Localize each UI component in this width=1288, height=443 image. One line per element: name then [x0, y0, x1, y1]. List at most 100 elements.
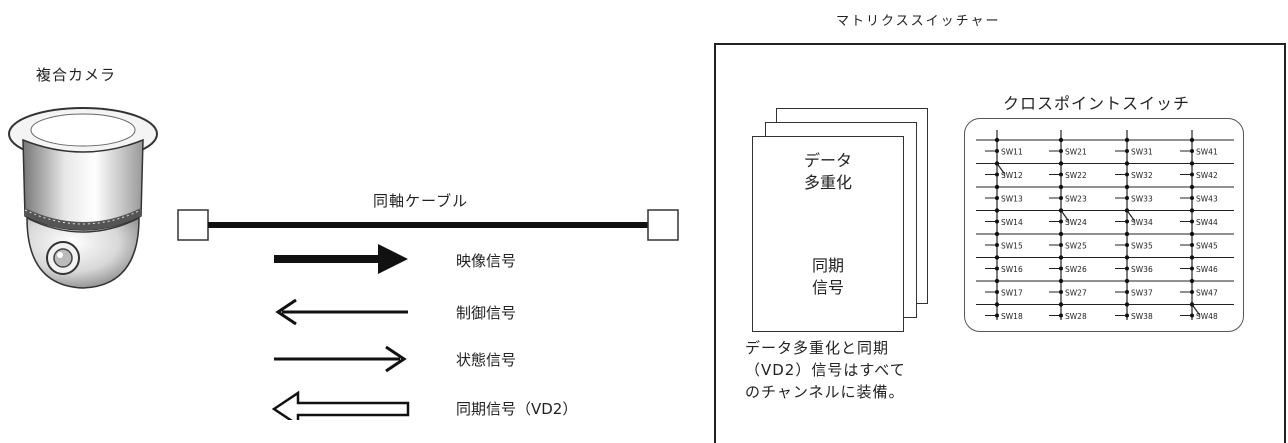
switch-contact: [995, 290, 999, 294]
switch-contact: [1125, 243, 1129, 247]
switch-label: SW17: [1001, 289, 1023, 298]
matrix-switcher-box: [714, 43, 1286, 443]
switch-contact: [1125, 290, 1129, 294]
switch-contact: [1125, 196, 1129, 200]
switch-contact: [995, 313, 999, 318]
switch-contact: [1190, 266, 1194, 271]
note-line-1: データ多重化と同期: [745, 339, 890, 357]
switch-contact: [995, 149, 999, 153]
switch-contact: [1190, 219, 1194, 224]
switch-label: SW22: [1065, 171, 1087, 180]
crosspoint-panel: [964, 118, 1244, 332]
switch-contact: [1190, 313, 1194, 318]
signal-arrows: [271, 244, 410, 420]
junction-dot: [1124, 184, 1130, 190]
switch-label: SW27: [1065, 289, 1087, 298]
switch-lever-closed: [1060, 210, 1070, 222]
switch-label: SW23: [1065, 195, 1087, 204]
junction-dot: [1124, 137, 1130, 143]
switch-contact: [1190, 196, 1194, 200]
junction-dot: [994, 208, 1000, 213]
sync-signal-arrow: [271, 390, 410, 420]
junction-dot: [1058, 302, 1064, 307]
junction-dot: [994, 255, 1000, 260]
sheet-front: データ 多重化 同期 信号: [752, 136, 904, 332]
junction-dot: [1189, 255, 1195, 260]
switch-contact: [995, 172, 999, 177]
camera-label: 複合カメラ: [36, 66, 117, 84]
switch-label: SW38: [1131, 312, 1153, 321]
switch-label: SW11: [1001, 148, 1023, 157]
matrix-switcher-title: マトリクススイッチャー: [836, 14, 1001, 29]
switch-contact: [995, 196, 999, 200]
switch-lever-closed: [1191, 304, 1201, 316]
switch-contact: [1059, 313, 1063, 318]
switch-lever-closed: [1126, 210, 1136, 222]
junction-dot: [1058, 278, 1064, 284]
junction-dot: [1058, 184, 1064, 190]
crosspoint-switch-label: クロスポイントスイッチ: [1003, 94, 1191, 113]
sync-signal-text: 同期 信号: [811, 256, 844, 297]
switch-label: SW25: [1065, 242, 1087, 251]
junction-dot: [1189, 137, 1195, 143]
junction-dot: [1189, 208, 1195, 213]
control-signal-arrow: [275, 298, 408, 326]
switch-contact: [1059, 266, 1063, 271]
junction-dot: [1124, 255, 1130, 260]
signal-label-control: 制御信号: [456, 304, 517, 322]
junction-dot: [1058, 255, 1064, 260]
switch-contact: [1190, 149, 1194, 153]
note-line-2: （VD2）信号はすべて: [745, 361, 906, 379]
junction-dot: [1058, 137, 1064, 143]
junction-dot: [1189, 231, 1195, 237]
switch-contact: [1125, 149, 1129, 153]
switch-contact: [1059, 149, 1063, 153]
junction-dot: [1189, 278, 1195, 284]
switch-label: SW14: [1001, 218, 1023, 227]
switch-label: SW24: [1065, 218, 1087, 227]
switch-label: SW34: [1131, 218, 1153, 227]
switch-contact: [1190, 243, 1194, 247]
junction-dot: [1124, 161, 1130, 166]
junction-dot: [1124, 231, 1130, 237]
signal-label-status: 状態信号: [456, 351, 517, 369]
switch-label: SW21: [1065, 148, 1087, 157]
switch-label: SW33: [1131, 195, 1153, 204]
switch-contact: [1059, 219, 1063, 224]
junction-dot: [1189, 184, 1195, 190]
switch-label: SW44: [1196, 218, 1218, 227]
junction-dot: [994, 278, 1000, 284]
status-signal-arrow: [274, 345, 407, 373]
switch-label: SW13: [1001, 195, 1023, 204]
switch-label: SW47: [1196, 289, 1218, 298]
switch-contact: [1059, 172, 1063, 177]
junction-dot: [1058, 231, 1064, 237]
switch-label: SW28: [1065, 312, 1087, 321]
video-signal-arrow: [274, 244, 408, 274]
switch-contact: [1190, 172, 1194, 177]
junction-dot: [994, 137, 1000, 143]
switch-label: SW46: [1196, 265, 1218, 274]
switch-contact: [1059, 290, 1063, 294]
switch-label: SW35: [1131, 242, 1153, 251]
junction-dot: [1124, 302, 1130, 307]
coax-cable: [177, 209, 679, 241]
switch-label: SW26: [1065, 265, 1087, 274]
junction-dot: [1058, 161, 1064, 166]
switch-label: SW43: [1196, 195, 1218, 204]
switch-label: SW16: [1001, 265, 1023, 274]
junction-dot: [1189, 161, 1195, 166]
switch-contact: [1125, 266, 1129, 271]
junction-dot: [994, 302, 1000, 307]
cable-label: 同軸ケーブル: [373, 192, 469, 210]
switch-contact: [1059, 243, 1063, 247]
switch-label: SW41: [1196, 148, 1218, 157]
switch-contact: [1190, 290, 1194, 294]
switch-label: SW12: [1001, 171, 1023, 180]
switch-contact: [1125, 313, 1129, 318]
junction-dot: [994, 231, 1000, 237]
switch-label: SW48: [1196, 312, 1218, 321]
junction-dot: [994, 184, 1000, 190]
switch-contact: [995, 219, 999, 224]
